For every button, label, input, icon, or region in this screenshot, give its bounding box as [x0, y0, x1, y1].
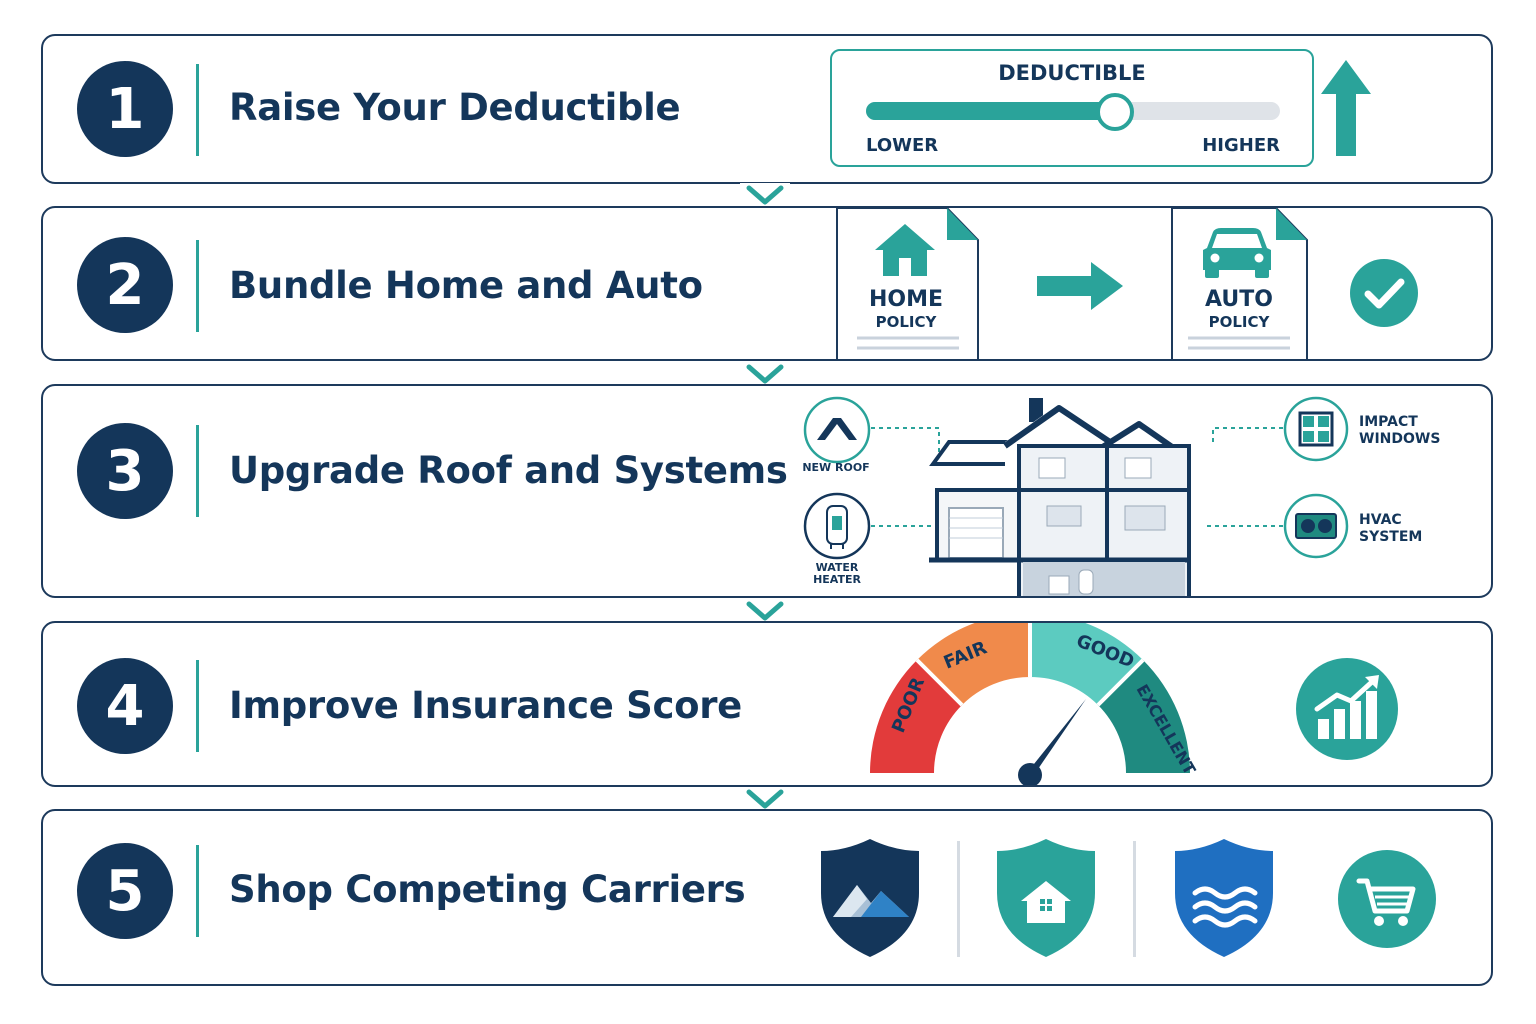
chevron-down-icon	[740, 599, 790, 623]
hvac-icon	[1283, 493, 1349, 559]
step-card-2: 2 Bundle Home and Auto HOME POLICY	[41, 206, 1493, 361]
mountain-shield-icon	[821, 839, 919, 957]
step-number-2: 2	[77, 237, 173, 333]
chevron-down-icon	[740, 183, 790, 207]
house-cutaway	[929, 398, 1191, 596]
window-icon	[1283, 396, 1349, 462]
water-heater-icon	[803, 492, 871, 560]
home-policy-title: HOME	[868, 287, 944, 312]
home-policy-document: HOME POLICY	[835, 208, 980, 359]
divider	[1133, 841, 1136, 957]
windows-label-2: WINDOWS	[1359, 431, 1441, 447]
score-gauge	[870, 623, 1190, 785]
deductible-label: DEDUCTIBLE	[998, 61, 1146, 85]
roof-label: NEW ROOF	[802, 461, 870, 474]
windows-label-1: IMPACT	[1359, 414, 1418, 430]
chevron-down-icon	[740, 787, 790, 811]
water-heater-label-1: WATER	[815, 561, 859, 574]
auto-policy-sub: POLICY	[1208, 313, 1270, 331]
step-title-3: Upgrade Roof and Systems	[229, 449, 788, 492]
hvac-label-2: SYSTEM	[1359, 529, 1423, 545]
step-title-1: Raise Your Deductible	[229, 86, 681, 129]
cart-icon	[1338, 850, 1436, 948]
roof-icon	[803, 396, 871, 464]
home-policy-sub: POLICY	[875, 313, 937, 331]
step-card-1: 1 Raise Your Deductible DEDUCTIBLE LOWER…	[41, 34, 1493, 184]
divider	[196, 425, 199, 517]
step-number-3: 3	[77, 423, 173, 519]
step-title-2: Bundle Home and Auto	[229, 264, 703, 307]
hvac-label-1: HVAC	[1359, 512, 1402, 528]
divider	[957, 841, 960, 957]
growth-chart-icon	[1296, 658, 1398, 760]
step-title-5: Shop Competing Carriers	[229, 868, 746, 911]
deductible-box: DEDUCTIBLE LOWER HIGHER	[830, 49, 1314, 167]
deductible-low-label: LOWER	[866, 135, 939, 156]
step-card-5: 5 Shop Competing Carriers	[41, 809, 1493, 986]
deductible-slider-handle[interactable]	[1096, 93, 1135, 131]
water-heater-label-2: HEATER	[813, 573, 861, 586]
deductible-fill	[866, 102, 1115, 120]
step-number-5: 5	[77, 843, 173, 939]
deductible-track	[866, 93, 1280, 131]
step-number-1: 1	[77, 61, 173, 157]
deductible-high-label: HIGHER	[1202, 135, 1280, 156]
connector-lines	[871, 427, 1283, 527]
check-circle-icon	[1350, 259, 1418, 327]
divider	[196, 64, 199, 156]
arrow-right-icon	[1037, 262, 1123, 310]
step-title-4: Improve Insurance Score	[229, 684, 742, 727]
auto-policy-title: AUTO	[1205, 287, 1273, 312]
step-card-4: 4 Improve Insurance Score POOR FAIR GOOD…	[41, 621, 1493, 787]
house-icon	[875, 224, 935, 276]
step-card-3: 3 Upgrade Roof and Systems NEW ROOF WATE…	[41, 384, 1493, 598]
car-icon	[1203, 228, 1271, 278]
home-shield-icon	[997, 839, 1095, 957]
divider	[196, 845, 199, 937]
flood-shield-icon	[1175, 839, 1273, 957]
chevron-down-icon	[740, 362, 790, 386]
step-number-4: 4	[77, 658, 173, 754]
arrow-up-icon	[1321, 60, 1371, 156]
divider	[196, 240, 199, 332]
auto-policy-document: AUTO POLICY	[1170, 208, 1315, 359]
divider	[196, 660, 199, 752]
